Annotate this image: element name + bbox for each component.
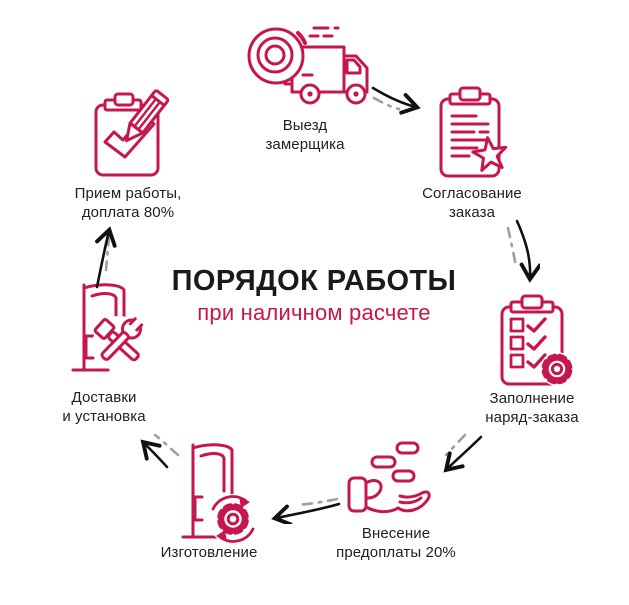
arrow-step4-to-step5 (260, 492, 342, 524)
step-label-vnesenie-predoplaty: Внесение предоплаты 20% (336, 525, 456, 562)
arrow-step6-to-step7 (86, 222, 124, 292)
door-wrench-hammer-icon (70, 282, 154, 384)
hand-coins-icon (345, 440, 440, 520)
step-label-vyezd-zamershchika: Выезд замерщика (265, 117, 345, 154)
step-label-priem-raboty: Прием работы, доплата 80% (74, 185, 182, 222)
diagram-title: ПОРЯДОК РАБОТЫ (171, 265, 457, 297)
arrow-step2-to-step3 (498, 216, 540, 288)
clipboard-checklist-gear-icon (494, 294, 580, 390)
clipboard-star-icon (433, 86, 517, 182)
clipboard-check-pencil-icon (92, 85, 170, 180)
step-label-dostavka-ustanovka: Доставки и установка (62, 389, 146, 426)
center-title-block: ПОРЯДОК РАБОТЫ при наличном расчете (168, 266, 460, 326)
tape-measure-truck-icon (240, 14, 380, 110)
arrow-step1-to-step2 (366, 80, 426, 116)
diagram-subtitle: при наличном расчете (197, 300, 431, 326)
arrow-step5-to-step6 (128, 424, 186, 474)
step-label-zapolnenie-naryad-zakaza: Заполнение наряд-заказа (485, 390, 579, 427)
arrow-step3-to-step4 (436, 428, 500, 480)
door-gear-cycle-icon (181, 441, 261, 546)
step-label-izgotovlenie: Изготовление (160, 544, 258, 561)
step-label-soglasovanie-zakaza: Согласование заказа (422, 185, 522, 222)
